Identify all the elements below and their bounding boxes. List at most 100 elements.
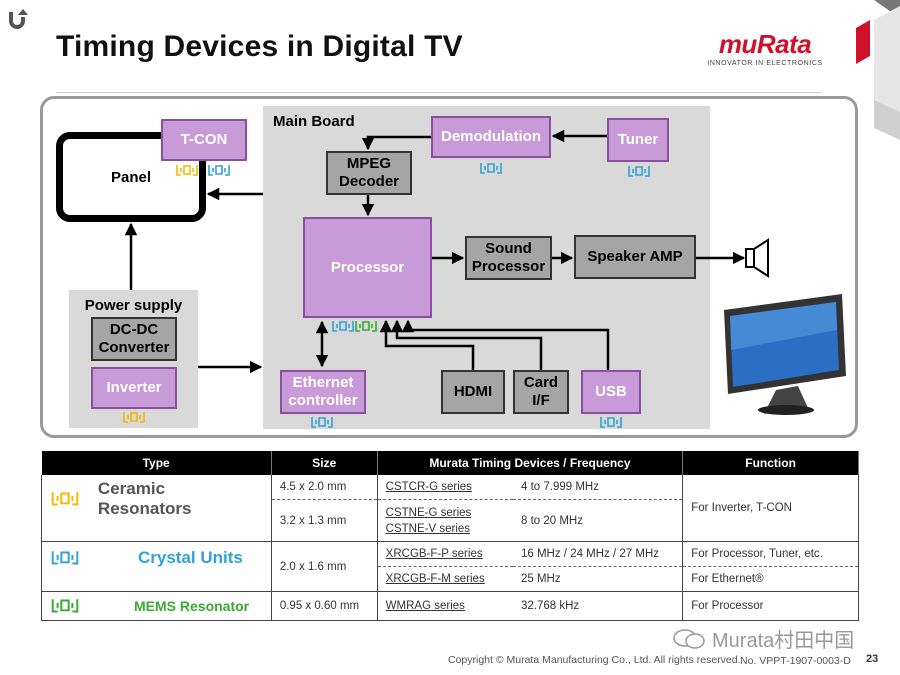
corner-decoration xyxy=(856,0,900,140)
ethernet-controller-box: Ethernet controller xyxy=(280,370,366,414)
crystal-function-1: For Processor, Tuner, etc. xyxy=(682,541,859,567)
murata-logo: muRata INNOVATOR IN ELECTRONICS xyxy=(700,30,830,67)
speaker-amp-box: Speaker AMP xyxy=(574,235,696,279)
usb-box: USB xyxy=(581,370,641,414)
ethernet-controller-label: Ethernet controller xyxy=(288,374,358,409)
table-row: MEMS Resonator 0.95 x 0.60 mm WMRAG seri… xyxy=(41,591,859,621)
ceramic-freq-2: 8 to 20 MHz xyxy=(512,499,684,542)
wechat-icon xyxy=(673,628,705,649)
processor-mems-icon xyxy=(355,320,377,332)
mems-function: For Processor xyxy=(682,591,859,621)
table-header-row: Type Size Murata Timing Devices / Freque… xyxy=(41,451,859,475)
card-if-label: Card I/F xyxy=(523,374,559,409)
ceramic-resonator-icon xyxy=(51,492,79,506)
sound-processor-box: Sound Processor xyxy=(465,236,552,280)
header-size: Size xyxy=(271,451,378,475)
title-divider xyxy=(56,92,821,93)
crystal-type-label: Crystal Units xyxy=(138,547,243,567)
mpeg-decoder-box: MPEG Decoder xyxy=(326,151,412,195)
inverter-label: Inverter xyxy=(106,379,162,396)
sound-processor-label: Sound Processor xyxy=(471,240,546,275)
ceramic-type-cell: Ceramic Resonators xyxy=(41,475,272,542)
arrow-demodulation-mpeg xyxy=(361,135,431,151)
tuner-crystal-icon xyxy=(628,165,650,177)
power-supply-label: Power supply xyxy=(84,297,183,314)
ceramic-series-2a[interactable]: CSTNE-G series xyxy=(385,506,472,519)
hdmi-label: HDMI xyxy=(453,383,493,400)
tv-illustration xyxy=(724,294,846,415)
table-row: Ceramic Resonators 4.5 x 2.0 mm CSTCR-G … xyxy=(41,475,859,542)
crystal-function-2: For Ethernet® xyxy=(682,566,859,592)
timing-devices-table: Type Size Murata Timing Devices / Freque… xyxy=(41,451,859,621)
arrow-card-processor xyxy=(390,319,543,370)
processor-label: Processor xyxy=(330,258,405,276)
crystal-type-cell: Crystal Units xyxy=(41,541,272,592)
processor-box: Processor xyxy=(303,217,432,318)
back-arrow-icon[interactable] xyxy=(6,6,32,32)
main-board-label: Main Board xyxy=(273,113,355,130)
demod-crystal-icon xyxy=(480,162,502,174)
crystal-freq-2: 25 MHz xyxy=(512,566,684,592)
tcon-label: T-CON xyxy=(180,131,228,148)
processor-crystal-icon xyxy=(332,320,354,332)
ceramic-type-label: Ceramic Resonators xyxy=(97,479,192,518)
tcon-box: T-CON xyxy=(161,119,247,161)
hdmi-box: HDMI xyxy=(441,370,505,414)
inverter-box: Inverter xyxy=(91,367,177,409)
speaker-icon xyxy=(745,238,769,278)
ceramic-function: For Inverter, T-CON xyxy=(682,475,859,542)
ceramic-series-2[interactable]: CSTNE-G series CSTNE-V series xyxy=(377,499,513,542)
dcdc-box: DC-DC Converter xyxy=(91,317,177,361)
table-row: Crystal Units 2.0 x 1.6 mm XRCGB-F-P ser… xyxy=(41,541,859,592)
panel-label: Panel xyxy=(110,168,152,186)
copyright-text: Copyright © Murata Manufacturing Co., Lt… xyxy=(448,654,741,666)
crystal-size: 2.0 x 1.6 mm xyxy=(271,541,378,592)
speaker-amp-label: Speaker AMP xyxy=(587,248,683,265)
header-function: Function xyxy=(682,451,859,475)
demodulation-box: Demodulation xyxy=(431,116,551,158)
ceramic-freq-1: 4 to 7.999 MHz xyxy=(512,475,684,501)
usb-crystal-icon xyxy=(600,416,622,428)
ceramic-series-2b[interactable]: CSTNE-V series xyxy=(385,522,471,535)
page-number: 23 xyxy=(866,653,879,665)
logo-word: muRata xyxy=(718,29,812,59)
ceramic-series-1[interactable]: CSTCR-G series xyxy=(377,475,513,501)
header-type: Type xyxy=(41,451,272,475)
page-title: Timing Devices in Digital TV xyxy=(56,30,463,63)
ceramic-size-2: 3.2 x 1.3 mm xyxy=(271,499,378,542)
tuner-label: Tuner xyxy=(617,131,659,148)
crystal-series-1[interactable]: XRCGB-F-P series xyxy=(377,541,513,567)
arrow-hdmi-processor xyxy=(379,319,475,370)
dcdc-label: DC-DC Converter xyxy=(98,321,170,356)
tcon-ceramic-icon xyxy=(176,164,198,176)
table-row: XRCGB-F-M series 25 MHz For Ethernet® xyxy=(42,566,859,592)
crystal-freq-1: 16 MHz / 24 MHz / 27 MHz xyxy=(512,541,684,567)
ceramic-size-1: 4.5 x 2.0 mm xyxy=(271,475,378,501)
document-number: No. VPPT-1907-0003-D xyxy=(740,655,851,667)
card-if-box: Card I/F xyxy=(513,370,569,414)
mems-size: 0.95 x 0.60 mm xyxy=(271,591,378,621)
crystal-unit-icon xyxy=(51,550,79,565)
wechat-watermark: Murata村田中国 xyxy=(672,624,854,653)
panel-box: Panel xyxy=(56,132,206,222)
logo-tagline: INNOVATOR IN ELECTRONICS xyxy=(707,60,823,67)
tuner-box: Tuner xyxy=(607,118,669,162)
crystal-series-2[interactable]: XRCGB-F-M series xyxy=(377,566,513,592)
mems-type-label: MEMS Resonator xyxy=(134,598,250,614)
arrow-usb-processor xyxy=(401,319,610,370)
inverter-ceramic-icon xyxy=(123,411,145,423)
diagram-frame xyxy=(40,96,858,438)
mems-type-cell: MEMS Resonator xyxy=(41,591,272,621)
mems-series[interactable]: WMRAG series xyxy=(377,591,513,621)
demodulation-label: Demodulation xyxy=(441,128,541,145)
tcon-crystal-icon xyxy=(208,164,230,176)
mpeg-decoder-label: MPEG Decoder xyxy=(338,155,400,190)
ethernet-crystal-icon xyxy=(311,416,333,428)
mems-resonator-icon xyxy=(51,599,79,613)
table-row: 3.2 x 1.3 mm CSTNE-G series CSTNE-V seri… xyxy=(42,499,859,542)
usb-label: USB xyxy=(595,383,627,400)
mems-freq: 32.768 kHz xyxy=(512,591,684,621)
watermark-text: Murata村田中国 xyxy=(712,630,855,652)
header-devices: Murata Timing Devices / Frequency xyxy=(377,451,684,475)
